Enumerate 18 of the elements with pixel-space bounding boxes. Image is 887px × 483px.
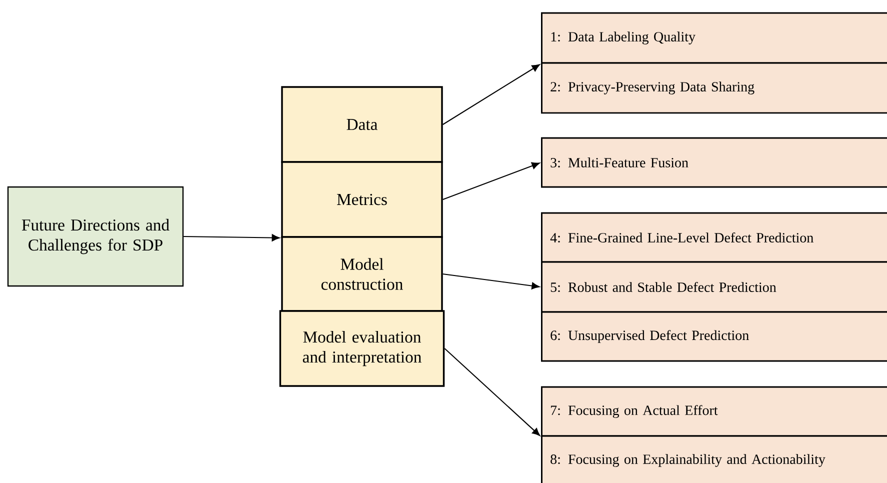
arrow bbox=[442, 273, 540, 290]
challenge-box: 8: Focusing on Explainability and Actionability bbox=[541, 435, 887, 483]
challenge-box: 1: Data Labeling Quality bbox=[541, 12, 887, 64]
challenge-box: 4: Fine-Grained Line-Level Defect Prediction bbox=[541, 212, 887, 263]
arrow bbox=[184, 234, 280, 242]
challenge-box: 6: Unsupervised Defect Prediction bbox=[541, 311, 887, 362]
process-box: Future Directions and Challenges for SDP bbox=[7, 186, 184, 287]
category-box: Metrics bbox=[281, 161, 443, 238]
challenge-box: 2: Privacy-Preserving Data Sharing bbox=[541, 62, 887, 114]
challenge-box: 7: Focusing on Actual Effort bbox=[541, 386, 887, 437]
arrow bbox=[444, 348, 540, 436]
category-box: Model construction bbox=[281, 236, 443, 312]
challenge-box: 5: Robust and Stable Defect Prediction bbox=[541, 261, 887, 313]
challenge-box: 3: Multi-Feature Fusion bbox=[541, 137, 887, 188]
category-box: Data bbox=[281, 86, 443, 163]
arrow bbox=[442, 162, 540, 200]
category-box: Model evaluation and interpretation bbox=[279, 310, 445, 387]
arrow bbox=[442, 64, 540, 125]
